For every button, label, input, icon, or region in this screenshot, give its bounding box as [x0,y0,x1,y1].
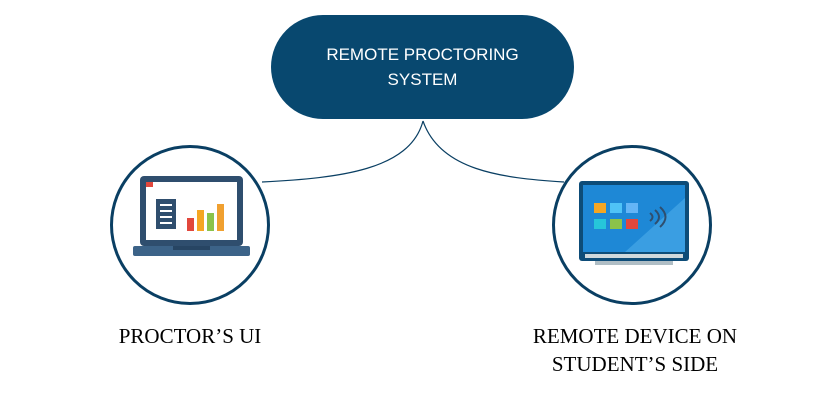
smart-display-icon [579,181,689,265]
root-label-line1: REMOTE PROCTORING [326,45,519,64]
root-node-label: REMOTE PROCTORING SYSTEM [313,42,533,92]
proctor-ui-node [110,145,270,305]
proctor-ui-caption: PROCTOR’S UI [118,324,262,348]
remote-device-caption: REMOTE DEVICE ON STUDENT’S SIDE [505,322,765,378]
remote-device-node [552,145,712,305]
root-node: REMOTE PROCTORING SYSTEM [271,15,574,119]
remote-device-caption-line1: REMOTE DEVICE ON [532,324,738,348]
root-label-line2: SYSTEM [387,70,458,89]
laptop-dashboard-icon [133,176,250,256]
connector-right [422,120,565,183]
remote-device-caption-line2: STUDENT’S SIDE [551,352,719,376]
connector-left [261,120,424,183]
